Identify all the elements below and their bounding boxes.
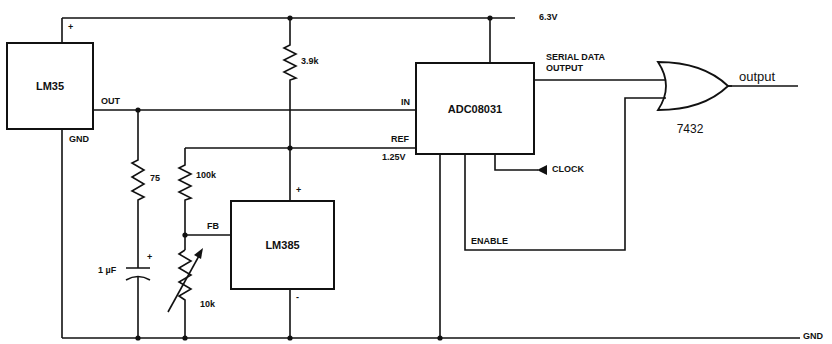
trim-arrow <box>168 254 200 312</box>
resistor-value: 10k <box>199 299 216 310</box>
clock-wire <box>495 155 538 170</box>
net-name: GND <box>802 331 824 342</box>
signal-name: CLOCK <box>551 164 585 175</box>
capacitor-ground-wire <box>137 277 139 338</box>
lm35-ground-wire <box>61 130 63 338</box>
pin-label: - <box>295 292 300 303</box>
voltage-label: 1.25V <box>381 152 407 163</box>
reference-ic: LM385 <box>230 200 335 290</box>
adc-supply-wire <box>489 18 491 62</box>
resistor-value: 75 <box>149 173 161 184</box>
signal-wire <box>94 109 415 111</box>
or-gate-body <box>658 62 728 110</box>
chip-name: LM35 <box>36 80 64 92</box>
pin-label: + <box>67 22 74 33</box>
chip-name: LM385 <box>265 239 299 251</box>
ground-rail <box>62 337 800 339</box>
sensor-ic: LM35 <box>6 42 94 130</box>
output-wire <box>728 85 798 87</box>
capacitor-value: 1 µF <box>97 265 117 276</box>
pin-label: GND <box>68 134 90 145</box>
pin-label: FB <box>206 221 220 232</box>
adc-ic: ADC08031 <box>415 62 535 155</box>
pin-label: REF <box>390 134 410 145</box>
variable-resistor-symbol <box>179 250 191 338</box>
resistor-symbol <box>284 18 296 148</box>
resistor-symbol <box>132 110 144 268</box>
signal-name: output <box>738 69 776 84</box>
voltage-label: 6.3V <box>538 12 559 23</box>
lm385-ground-wire <box>289 290 291 338</box>
part-number: 7432 <box>677 122 704 136</box>
pin-label: + <box>295 185 302 196</box>
signal-name: ENABLE <box>470 236 509 247</box>
or-gate-symbol <box>648 60 732 112</box>
pin-label: IN <box>400 97 411 108</box>
adc-ground-wire <box>439 155 441 338</box>
polarity-mark: + <box>146 252 153 263</box>
fb-wire <box>185 234 230 236</box>
resistor-value: 3.9k <box>300 56 320 67</box>
signal-wire <box>535 79 648 81</box>
clock-terminal <box>537 165 547 175</box>
ref-wire <box>185 147 290 149</box>
resistor-value: 100k <box>195 170 217 181</box>
signal-wire <box>290 148 415 200</box>
chip-name: ADC08031 <box>448 103 502 115</box>
signal-name: SERIAL DATA OUTPUT <box>545 52 619 74</box>
lm35-supply-wire <box>61 18 63 42</box>
gate-pins <box>648 80 732 98</box>
or-gate: 7432 <box>648 60 732 112</box>
pin-label: OUT <box>100 96 121 107</box>
trim-arrow-head <box>194 248 203 259</box>
